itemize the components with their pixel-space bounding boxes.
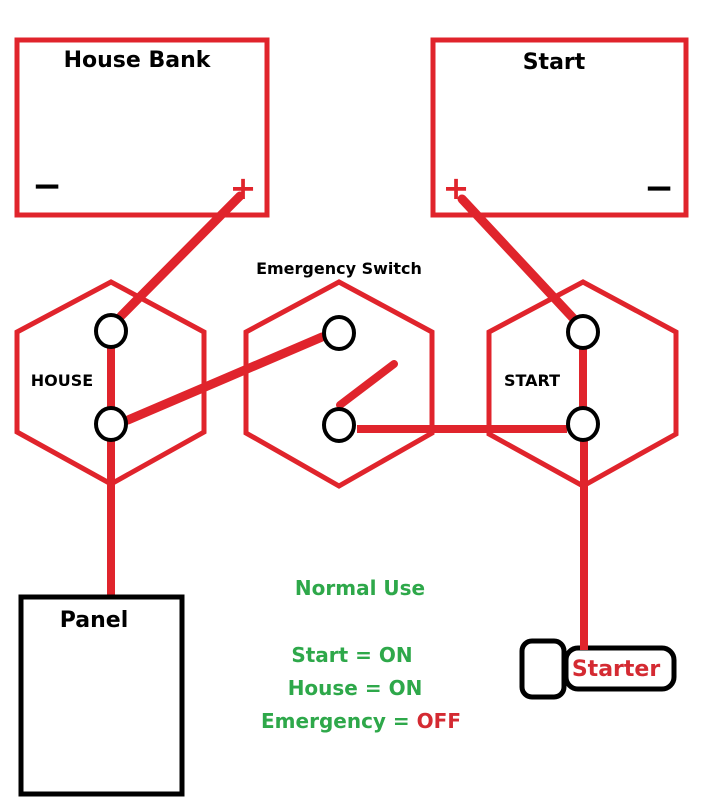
start-battery-box (430, 37, 689, 218)
house-switch-bottom-terminal (94, 406, 128, 442)
starter-motor-end (519, 638, 567, 700)
emergency-switch-body (243, 279, 435, 489)
legend-line-house: House = ON (288, 676, 423, 700)
emergency-switch-title: Emergency Switch (256, 259, 422, 278)
starter-body (563, 645, 677, 692)
legend-emergency-name: Emergency (261, 709, 386, 733)
panel-label: Panel (60, 608, 129, 633)
wire-start-battery-to-start-switch (457, 194, 578, 323)
house-bank-battery: House Bank − + (14, 37, 270, 218)
start-battery-negative-terminal: − (644, 168, 674, 209)
panel: Panel (18, 594, 185, 797)
legend-house-eq: = (358, 676, 389, 700)
legend-house-name: House (288, 676, 358, 700)
legend-line-emergency: Emergency = OFF (261, 709, 461, 733)
panel-box (18, 594, 185, 797)
legend: Normal Use Start = ON House = ON Emergen… (261, 576, 461, 733)
house-switch-top-terminal (94, 313, 128, 349)
start-switch-label: START (504, 371, 560, 390)
emergency-switch-lever (336, 360, 398, 409)
legend-start-eq: = (348, 643, 379, 667)
starter: Starter (519, 628, 677, 700)
start-battery: Start + − (430, 37, 689, 218)
house-bank-negative-terminal: − (32, 166, 62, 207)
wire-house-switch-to-emergency (123, 332, 327, 425)
start-switch-bottom-terminal (566, 406, 600, 442)
emergency-switch-top-terminal (322, 315, 356, 351)
emergency-switch-bottom-terminal (322, 407, 356, 443)
legend-emergency-value: OFF (417, 709, 461, 733)
start-battery-title: Start (523, 50, 586, 75)
legend-house-value: ON (389, 676, 423, 700)
house-bank-box (14, 37, 270, 218)
legend-start-name: Start (291, 643, 348, 667)
wire-house-bank-to-house-switch (116, 191, 245, 321)
starter-label: Starter (572, 657, 660, 682)
house-switch-label: HOUSE (31, 371, 93, 390)
wires (107, 191, 588, 650)
legend-start-value: ON (379, 643, 413, 667)
legend-title: Normal Use (295, 576, 425, 600)
start-switch-top-terminal (566, 314, 600, 350)
legend-line-start: Start = ON (291, 643, 412, 667)
terminals (94, 313, 600, 443)
house-bank-title: House Bank (64, 48, 212, 73)
legend-emergency-eq: = (386, 709, 417, 733)
